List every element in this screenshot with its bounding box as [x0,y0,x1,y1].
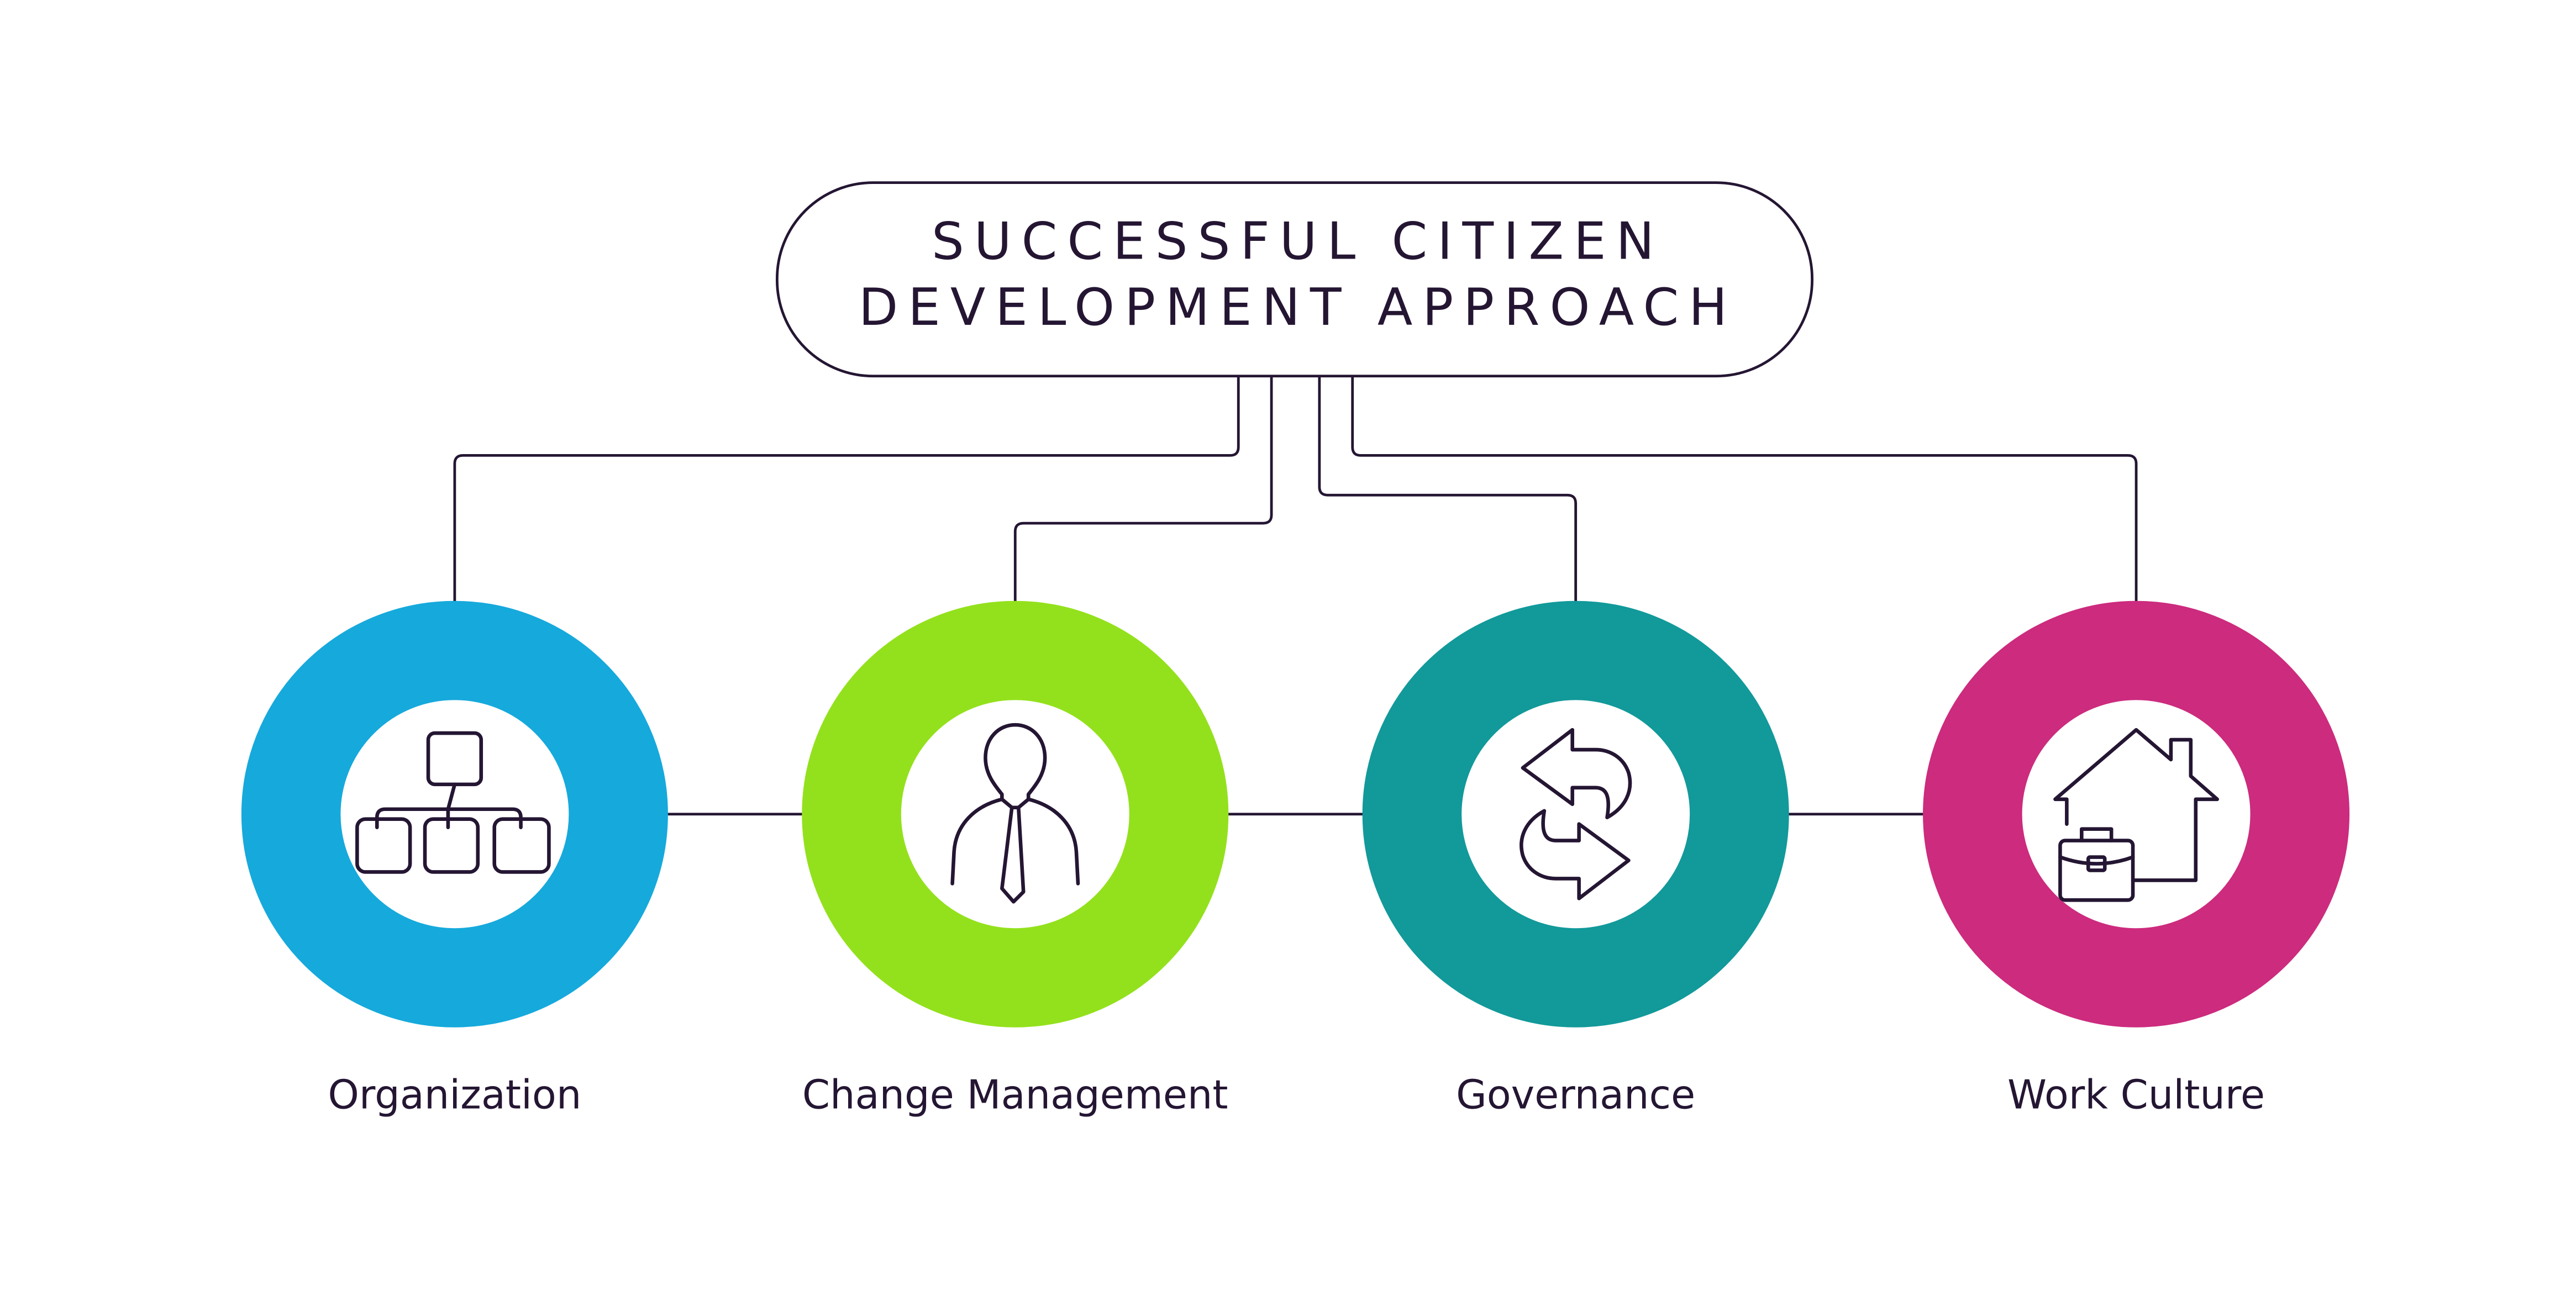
ring-organization [241,600,668,1028]
label-change-management: Change Management [802,1071,1228,1118]
title-line-1: SUCCESSFUL CITIZEN [932,211,1664,271]
org-chart-icon [355,731,551,874]
ring-change-management [802,600,1229,1028]
connector-change-management [1013,376,1273,613]
connector-work-culture [1351,376,2138,613]
title-line-2: DEVELOPMENT APPROACH [859,277,1737,337]
label-organization: Organization [328,1071,581,1118]
connector-organization [453,376,1240,613]
node-change-management: Change Management [802,600,1229,1118]
person-tie-icon [950,723,1080,904]
title-box: SUCCESSFUL CITIZEN DEVELOPMENT APPROACH [775,181,1813,378]
node-organization: Organization [241,600,668,1118]
node-governance: Governance [1362,600,1789,1118]
exchange-arrows-icon [1520,728,1632,900]
house-briefcase-icon [2053,728,2219,902]
label-governance: Governance [1456,1071,1695,1118]
node-work-culture: Work Culture [1923,600,2350,1118]
ring-work-culture [1923,600,2350,1028]
label-work-culture: Work Culture [2007,1071,2265,1118]
ring-governance [1362,600,1789,1028]
connector-governance [1318,376,1578,613]
connectors [453,376,2138,816]
